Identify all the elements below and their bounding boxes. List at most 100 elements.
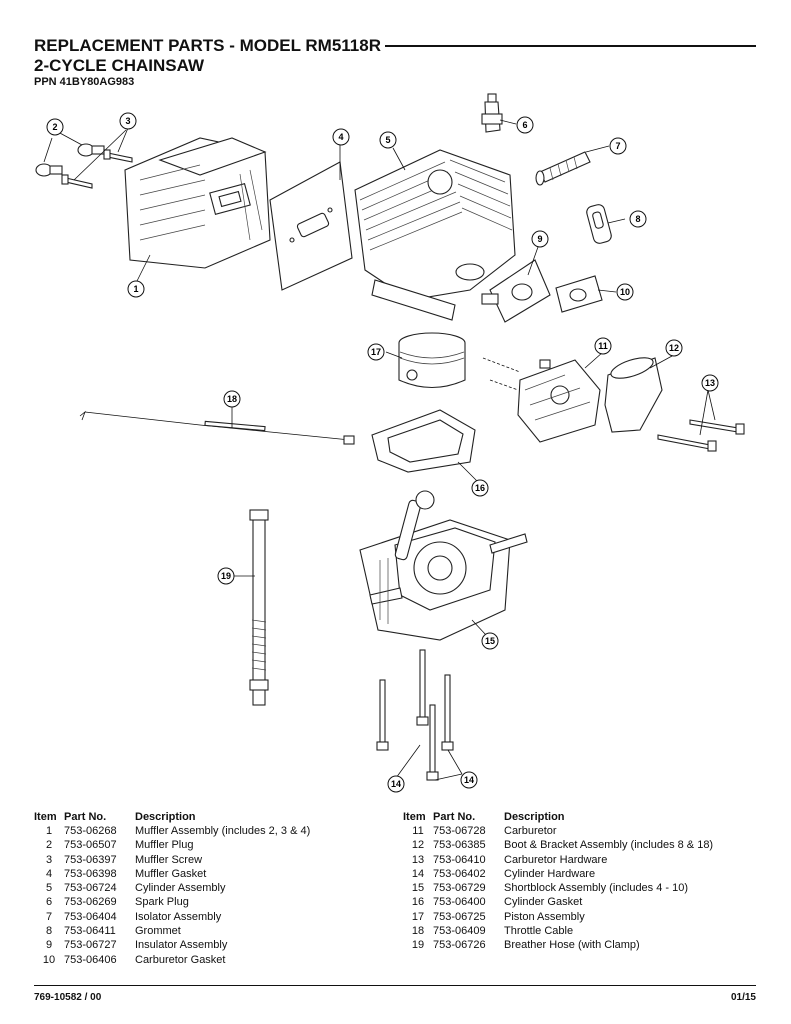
callout-5: 5 [379, 131, 397, 149]
part-description: Cylinder Hardware [504, 867, 596, 880]
shortblock-illustration [359, 490, 528, 641]
table-row: 17 753-06725 Piston Assembly [403, 910, 713, 924]
muffler-illustration [124, 137, 271, 269]
part-number: 753-06398 [64, 867, 117, 880]
col-header-item: Item [34, 811, 57, 823]
svg-text:15: 15 [485, 636, 495, 646]
item-number: 3 [45, 853, 53, 866]
svg-text:4: 4 [338, 132, 343, 142]
cylinder-gasket-illustration [371, 409, 476, 473]
callout-14a: 14 [387, 775, 405, 793]
item-number: 6 [45, 896, 53, 909]
callout-12: 12 [665, 339, 683, 357]
part-number: 753-06402 [433, 867, 486, 880]
part-description: Boot & Bracket Assembly (includes 8 & 18… [504, 839, 714, 852]
item-number: 12 [411, 839, 425, 852]
muffler-gasket-illustration [269, 161, 353, 291]
svg-text:13: 13 [705, 378, 715, 388]
part-number: 753-06409 [433, 925, 486, 938]
item-number: 8 [45, 925, 53, 938]
part-description: Isolator Assembly [135, 910, 222, 923]
item-number: 15 [411, 882, 425, 895]
spark-plug-illustration [481, 93, 503, 133]
page-title: REPLACEMENT PARTS - MODEL RM5118R [34, 36, 381, 55]
carburetor-hardware-illustration [657, 419, 745, 452]
exploded-parts-diagram: 1 2 3 4 5 6 7 8 9 10 11 12 13 14 14 15 1… [35, 93, 745, 793]
item-number: 14 [411, 867, 425, 880]
part-number: 753-06400 [433, 896, 486, 909]
insulator-illustration [481, 259, 551, 323]
callout-7: 7 [609, 137, 627, 155]
throttle-cable-illustration [79, 410, 355, 445]
item-number: 17 [411, 910, 425, 923]
part-description: Insulator Assembly [135, 939, 228, 952]
part-number: 753-06397 [64, 853, 117, 866]
part-description: Grommet [135, 925, 181, 938]
part-description: Muffler Assembly (includes 2, 3 & 4) [135, 825, 311, 837]
svg-text:14: 14 [464, 775, 474, 785]
part-description: Piston Assembly [504, 910, 585, 923]
col-header-description: Description [135, 811, 196, 823]
col-header-part-no: Part No. [433, 811, 476, 823]
part-number: 753-06269 [64, 896, 117, 909]
item-number: 2 [45, 839, 53, 852]
part-description: Muffler Gasket [135, 867, 207, 880]
part-number: 753-06406 [64, 953, 117, 966]
svg-text:2: 2 [52, 122, 57, 132]
part-number: 753-06411 [64, 925, 116, 938]
item-number: 16 [411, 896, 425, 909]
part-description: Carburetor [504, 825, 557, 837]
item-number: 7 [45, 910, 53, 923]
callout-2: 2 [46, 118, 64, 136]
item-number: 11 [412, 825, 424, 837]
callout-1: 1 [127, 280, 145, 298]
callout-6: 6 [516, 116, 534, 134]
part-number: 753-06725 [433, 910, 486, 923]
callout-13: 13 [701, 374, 719, 392]
item-number: 9 [45, 939, 53, 952]
svg-text:7: 7 [615, 141, 620, 151]
svg-text:6: 6 [522, 120, 527, 130]
callout-17: 17 [367, 343, 385, 361]
page-header: REPLACEMENT PARTS - MODEL RM5118R 2-CYCL… [34, 36, 756, 88]
cylinder-hardware-illustration [376, 649, 454, 781]
table-row: 6 753-06269 Spark Plug [34, 895, 310, 909]
svg-text:9: 9 [537, 234, 542, 244]
part-description: Spark Plug [135, 896, 189, 909]
svg-text:11: 11 [598, 341, 608, 351]
part-number: 753-06404 [64, 910, 117, 923]
svg-text:12: 12 [669, 343, 679, 353]
svg-text:17: 17 [371, 347, 381, 357]
callout-11: 11 [594, 337, 612, 355]
svg-text:5: 5 [385, 135, 390, 145]
part-number: 753-06724 [64, 882, 117, 895]
item-number: 5 [45, 882, 53, 895]
boot-bracket-illustration [604, 357, 663, 433]
piston-illustration [398, 332, 466, 388]
carburetor-illustration [517, 359, 601, 443]
callout-18: 18 [223, 390, 241, 408]
table-row: 15 753-06729 Shortblock Assembly (includes… [403, 881, 713, 895]
part-description: Shortblock Assembly (includes 4 - 10) [504, 882, 689, 895]
part-number: 753-06729 [433, 882, 486, 895]
callout-8: 8 [629, 210, 647, 228]
svg-text:10: 10 [620, 287, 630, 297]
col-header-description: Description [504, 811, 565, 823]
muffler-plug-illustration [35, 143, 105, 177]
callout-14b: 14 [460, 771, 478, 789]
breather-hose-illustration [249, 509, 269, 706]
part-description: Carburetor Gasket [135, 953, 226, 966]
table-row: 14 753-06402 Cylinder Hardware [403, 867, 713, 881]
part-number: 753-06507 [64, 839, 117, 852]
callout-16: 16 [471, 479, 489, 497]
table-row: 7 753-06404 Isolator Assembly [34, 910, 310, 924]
